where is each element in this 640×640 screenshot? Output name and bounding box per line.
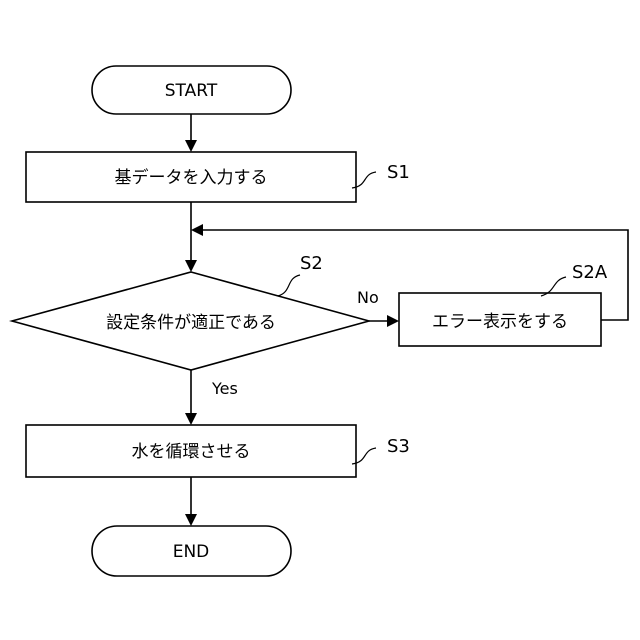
leader-s2: [278, 275, 300, 296]
arrowhead-s1: [185, 140, 197, 152]
decision-s2-text: 設定条件が適正である: [106, 313, 276, 333]
step-label-s2: S2: [300, 253, 323, 274]
process-s2a-text: エラー表示をする: [432, 312, 568, 332]
arrowhead-s2: [185, 260, 197, 272]
yes-label: Yes: [211, 379, 238, 398]
arrowhead-loop: [191, 224, 203, 236]
step-label-s2a: S2A: [572, 262, 608, 283]
end-label: END: [173, 542, 210, 562]
process-s1-text: 基データを入力する: [115, 167, 268, 188]
step-label-s1: S1: [387, 162, 410, 183]
step-label-s3: S3: [387, 436, 410, 457]
arrowhead-end: [185, 514, 197, 526]
start-label: START: [165, 81, 218, 101]
process-s3-text: 水を循環させる: [132, 442, 251, 462]
arrowhead-s2a: [387, 315, 399, 327]
no-label: No: [357, 288, 379, 307]
arrowhead-s3: [185, 413, 197, 425]
